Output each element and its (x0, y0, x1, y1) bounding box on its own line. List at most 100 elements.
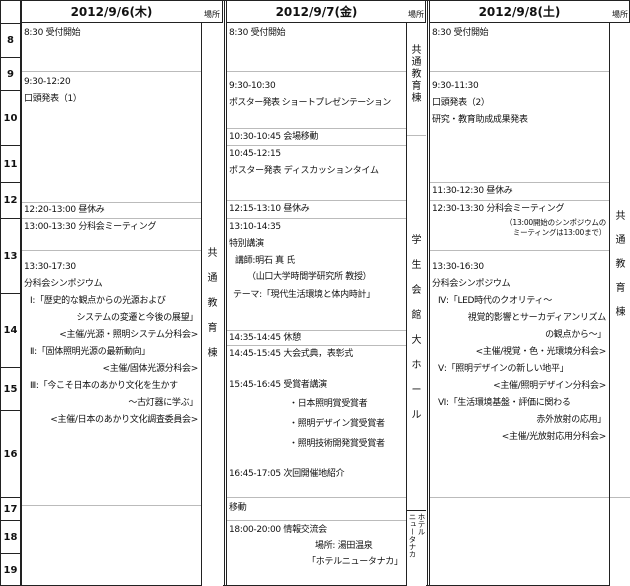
item-text: （山口大学時間学研究所 教授） (247, 272, 372, 282)
place-char: 育 (411, 81, 422, 92)
hour-label: 11 (0, 145, 21, 182)
schedule-item: 12:20-13:00 昼休み (22, 202, 201, 218)
schedule-item: 8:30 受付開始 (430, 23, 609, 71)
place-char: 育 (615, 283, 626, 294)
item-text: ・照明デザイン賞受賞者 (289, 419, 385, 429)
item-text: <主催/日本のあかり文化調査委員会> (50, 415, 198, 425)
item-text: ・日本照明賞受賞者 (289, 399, 368, 409)
item-text: 12:15-13:10 昼休み (229, 204, 310, 214)
item-text: 16:45-17:05 次回開催地紹介 (229, 469, 345, 479)
schedule-item: 9:30-11:30 口頭発表（2） 研究・教育助成成果発表 (430, 71, 609, 182)
schedule-item: 11:30-12:30 昼休み (430, 182, 609, 200)
item-time: 10:45-12:15 (229, 149, 281, 159)
place-name: 学 生 会 館 大 ホ ー ル (407, 228, 426, 428)
item-text: <主催/光放射応用分科会> (501, 432, 607, 442)
place-char: 共 (207, 248, 218, 259)
place-char: ホ (411, 360, 422, 371)
item-text: Ⅱ:「固体照明光源の最新動向」 (30, 347, 150, 357)
item-text: 11:30-12:30 昼休み (432, 186, 513, 196)
item-note: ミーティングは13:00まで） (512, 228, 606, 237)
item-text: 12:20-13:00 昼休み (24, 205, 105, 215)
item-text: <主催/光源・照明システム分科会> (59, 330, 198, 340)
hour-label: 13 (0, 218, 21, 293)
place-char: 棟 (207, 348, 218, 359)
item-time: 13:30-16:30 (432, 262, 484, 272)
schedule-item: 12:30-13:30 分科会ミーティング （13:00開始のシンポジウムの ミ… (430, 200, 609, 250)
item-text: ・照明技術開発賞受賞者 (289, 439, 385, 449)
place-char: 館 (411, 310, 422, 321)
schedule-item: 12:15-13:10 昼休み (227, 200, 406, 218)
hour-label: 16 (0, 410, 21, 497)
hour-column: 8 9 10 11 12 13 14 15 16 17 18 19 (0, 0, 21, 586)
hour-label: 18 (0, 520, 21, 553)
hour-label: 15 (0, 367, 21, 410)
place-name: ホテル ニュータナカ (408, 513, 426, 558)
item-text: <主催/照明デザイン分科会> (493, 381, 606, 391)
item-time: 9:30-11:30 (432, 81, 479, 91)
item-text: 移動 (229, 503, 247, 513)
item-text: 18:00-20:00 情報交流会 (229, 525, 327, 535)
item-text: 講師:明石 真 氏 (235, 256, 296, 266)
place-char: 通 (411, 57, 422, 68)
item-text: 研究・教育助成成果発表 (432, 115, 528, 125)
schedule-item: 8:30 受付開始 (227, 23, 406, 71)
place-char: 教 (207, 298, 218, 309)
day-date: 2012/9/6(木) (22, 0, 201, 23)
item-text: 12:30-13:30 分科会ミーティング (432, 204, 565, 214)
item-text: 14:45-15:45 大会式典，表彰式 (229, 349, 353, 359)
schedule-item: 14:35-14:45 休憩 (227, 330, 406, 345)
item-text: 分科会シンポジウム (432, 279, 511, 289)
place-char: 教 (411, 69, 422, 80)
schedule-item: 18:00-20:00 情報交流会 場所: 湯田温泉 「ホテルニュータナカ」 (227, 520, 406, 586)
place-header: 場所 (406, 0, 426, 23)
item-text: 視覚的影響とサーカディアンリズム (467, 313, 607, 323)
schedule-item: 移動 (227, 497, 406, 520)
hour-label: 19 (0, 553, 21, 586)
item-text: システムの変遷と今後の展望」 (76, 313, 198, 323)
schedule-item: 14:45-15:45 大会式典，表彰式 15:45-16:45 受賞者講演 ・… (227, 345, 406, 497)
day-column-3: 2012/9/8(土) 場所 8:30 受付開始 9:30-11:30 口頭発表… (427, 0, 630, 586)
item-text: 13:00-13:30 分科会ミーティング (24, 222, 157, 232)
hour-label: 9 (0, 57, 21, 90)
item-text: ポスター発表 ディスカッションタイム (229, 166, 379, 176)
place-name: 共 通 教 育 棟 (610, 205, 630, 325)
item-text: 分科会シンポジウム (24, 279, 103, 289)
place-char: 教 (615, 259, 626, 270)
item-text: Ⅰ:「歴史的な観点からの光源および (30, 296, 166, 306)
place-char: 棟 (411, 93, 422, 104)
place-char: 共 (615, 211, 626, 222)
place-char: 棟 (615, 307, 626, 318)
item-text: Ⅳ:「LED時代のクオリティ～ (438, 296, 552, 306)
item-text: 特別講演 (229, 239, 264, 249)
item-text: Ⅲ:「今こそ日本のあかり文化を生かす (30, 381, 178, 391)
item-text: 赤外放射の応用」 (536, 415, 606, 425)
item-text: 15:45-16:45 受賞者講演 (229, 380, 327, 390)
empty-slot (430, 497, 609, 586)
place-char: 育 (207, 323, 218, 334)
place-char: 大 (411, 335, 422, 346)
item-text: 「ホテルニュータナカ」 (307, 557, 403, 567)
schedule-item: 13:30-16:30 分科会シンポジウム Ⅳ:「LED時代のクオリティ～ 視覚… (430, 250, 609, 497)
day-date: 2012/9/8(土) (430, 0, 609, 23)
hour-label: 10 (0, 90, 21, 145)
place-char: ー (411, 385, 422, 396)
item-text: 8:30 受付開始 (229, 28, 286, 38)
item-text: <主催/固体光源分科会> (102, 364, 198, 374)
item-time: 9:30-10:30 (229, 81, 276, 91)
day-date: 2012/9/7(金) (227, 0, 406, 23)
schedule-item: 13:10-14:35 特別講演 講師:明石 真 氏 （山口大学時間学研究所 教… (227, 218, 406, 330)
item-note: （13:00開始のシンポジウムの (505, 218, 606, 227)
item-text: <主催/視覚・色・光環境分科会> (475, 347, 607, 357)
item-time: 13:10-14:35 (229, 222, 281, 232)
place-name: 共 通 教 育 棟 (202, 241, 223, 366)
place-column: 共 通 教 育 棟 (609, 23, 630, 586)
item-text: ～古灯器に学ぶ」 (128, 398, 198, 408)
hour-label: 12 (0, 182, 21, 218)
place-char: 共 (411, 45, 422, 56)
hour-label: 8 (0, 23, 21, 57)
item-text: 14:35-14:45 休憩 (229, 333, 301, 343)
